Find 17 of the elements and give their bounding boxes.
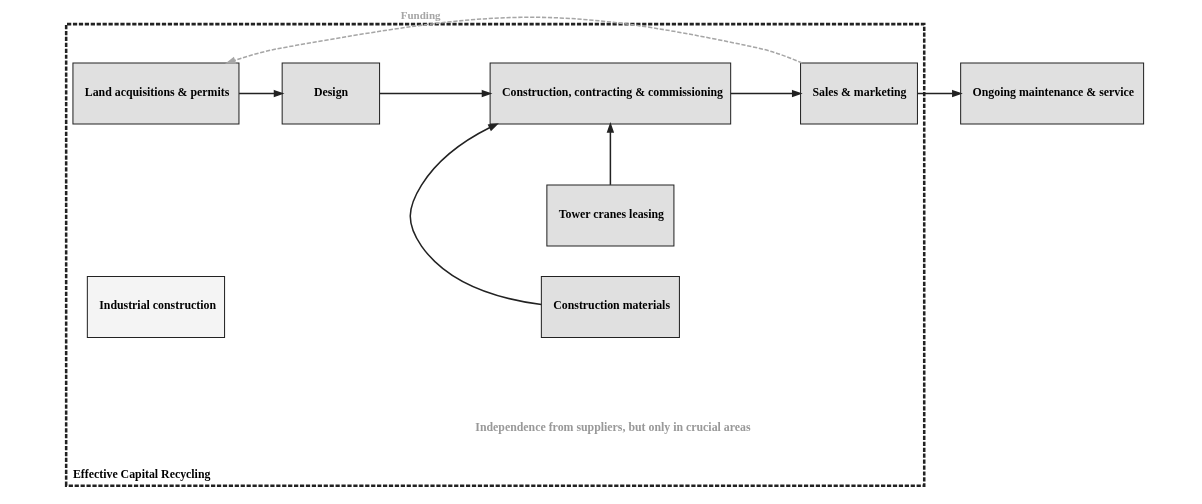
node-box: Design <box>281 62 380 125</box>
arrow <box>916 89 963 98</box>
node-box: Ongoing maintenance & service <box>959 62 1144 125</box>
node-box: Tower cranes leasing <box>545 184 674 247</box>
arrow <box>606 121 614 186</box>
node-box: Construction materials <box>540 276 680 339</box>
arrow <box>237 89 284 98</box>
node-box: Land acquisitions & permits <box>71 62 239 125</box>
arrow <box>729 89 803 98</box>
arrow <box>409 123 542 306</box>
arrow <box>224 16 803 64</box>
edge-label: Funding <box>400 9 440 22</box>
label: Independence from suppliers, but only in crucial areas <box>474 420 751 435</box>
arrow <box>378 89 492 98</box>
node-box: Industrial construction <box>86 276 225 339</box>
node-box: Sales & marketing <box>799 62 918 125</box>
node-box: Construction, contracting & commissioning <box>489 62 731 125</box>
